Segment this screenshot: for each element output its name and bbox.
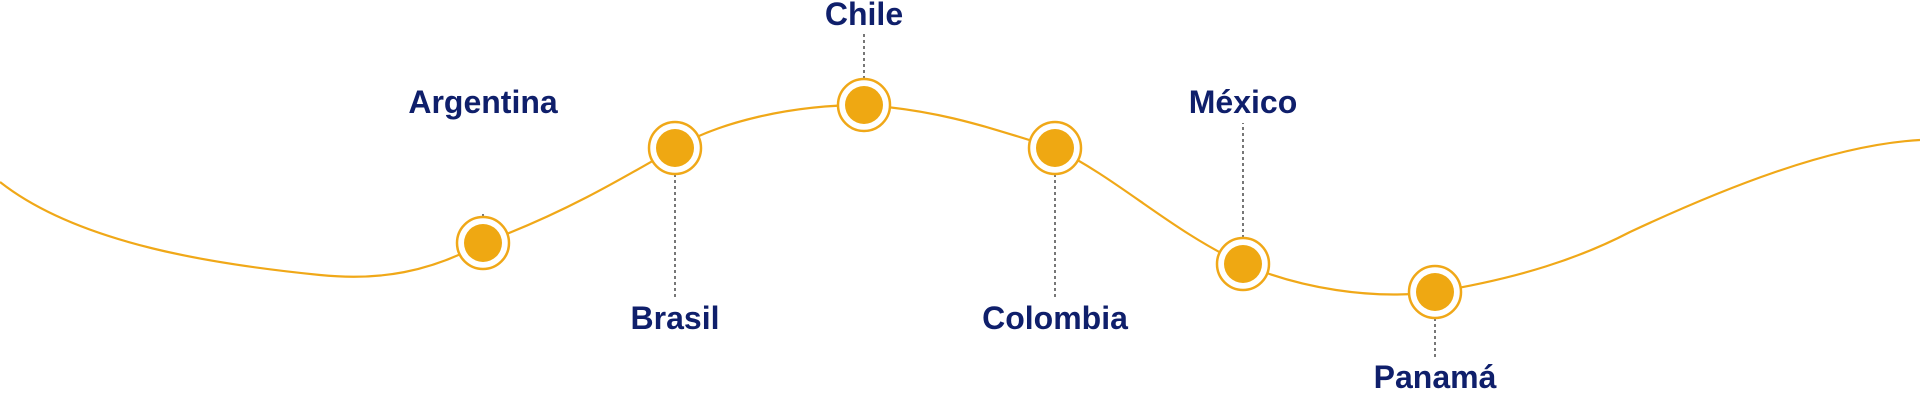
country-label: Brasil [631, 300, 720, 336]
marker-dot [845, 86, 883, 124]
marker-dot [1036, 129, 1074, 167]
marker-dot [1416, 273, 1454, 311]
station-5: México [1189, 84, 1297, 292]
country-label: Argentina [408, 84, 558, 120]
station-6: Panamá [1374, 264, 1497, 395]
marker-dot [656, 129, 694, 167]
marker-dot [1224, 245, 1262, 283]
station-3: Chile [825, 0, 903, 133]
route-curve [0, 103, 1920, 296]
country-label: Colombia [982, 300, 1128, 336]
country-label: Chile [825, 0, 903, 32]
station-4: Colombia [982, 120, 1128, 336]
station-2: Brasil [631, 120, 720, 336]
country-label: Panamá [1374, 359, 1497, 395]
country-label: México [1189, 84, 1297, 120]
marker-dot [464, 224, 502, 262]
station-1: Argentina [408, 84, 558, 271]
